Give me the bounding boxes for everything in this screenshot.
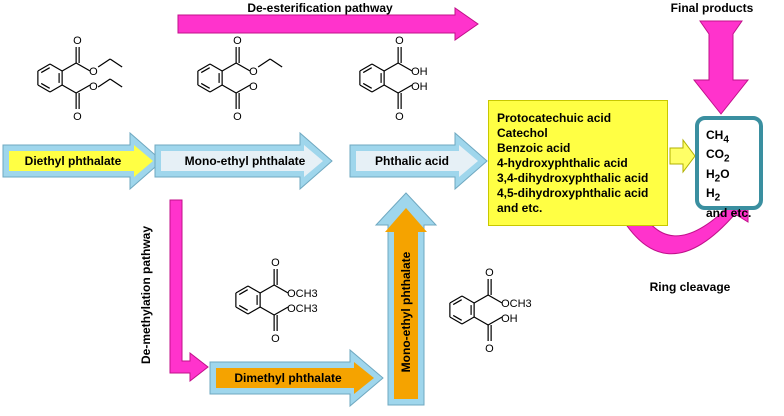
intermediate-item: Catechol bbox=[497, 126, 548, 140]
oxygen-atom: O bbox=[395, 35, 404, 47]
mono-ethyl-phthalate-arrow-inner bbox=[161, 145, 323, 177]
substituent-label: OH bbox=[411, 66, 428, 78]
substituent-label: OCH3 bbox=[501, 298, 532, 310]
product-co2: CO2 bbox=[706, 147, 730, 165]
intermediate-item: 3,4-dihydroxyphthalic acid bbox=[497, 171, 649, 185]
diethyl-phthalate-arrow-inner bbox=[9, 145, 153, 177]
final-products-label: Final products bbox=[671, 1, 754, 15]
oxygen-atom: O bbox=[271, 257, 280, 269]
product-ch4: CH4 bbox=[706, 128, 729, 146]
substituent-label: OH bbox=[411, 81, 428, 93]
oxygen-atom: O bbox=[485, 343, 494, 355]
de-methylation-label: De-methylation pathway bbox=[139, 226, 153, 364]
product-etc: and etc. bbox=[706, 205, 752, 220]
oxygen-atom: O bbox=[249, 66, 258, 78]
oxygen-atom: O bbox=[233, 111, 242, 123]
phthalic-acid-arrow-inner bbox=[356, 145, 478, 177]
intermediate-item: and etc. bbox=[497, 201, 543, 215]
phthalate-structure: O O OH OH bbox=[359, 35, 428, 123]
intermediates-box: Protocatechuic acid Catechol Benzoic aci… bbox=[488, 100, 668, 226]
oxygen-atom: O bbox=[89, 81, 98, 93]
ring-cleavage-label: Ring cleavage bbox=[650, 280, 731, 294]
final-products-box: CH4 CO2 H2O H2 and etc. bbox=[695, 116, 763, 220]
mono-methyl-phthalate-label: Mono-ethyl phthalate bbox=[399, 251, 413, 372]
oxygen-atom: O bbox=[89, 66, 98, 78]
de-esterification-arrow bbox=[177, 7, 479, 41]
final-products-arrow bbox=[692, 20, 750, 115]
intermediate-item: 4,5-dihydroxyphthalic acid bbox=[497, 186, 649, 200]
substituent-label: OCH3 bbox=[287, 303, 318, 315]
oxygen-atom: O bbox=[395, 111, 404, 123]
dimethyl-phthalate-arrow-inner bbox=[216, 362, 374, 394]
intermediate-item: Protocatechuic acid bbox=[497, 111, 612, 125]
oxygen-atom: O bbox=[485, 267, 494, 279]
intermediate-item: Benzoic acid bbox=[497, 141, 571, 155]
de-methylation-arrow bbox=[169, 199, 209, 383]
dimethyl-phthalate-label: Dimethyl phthalate bbox=[234, 371, 342, 385]
de-esterification-label: De-esterification pathway bbox=[247, 1, 393, 15]
substituent-label: OH bbox=[501, 313, 518, 325]
mono-ethyl-phthalate-label: Mono-ethyl phthalate bbox=[185, 154, 306, 168]
substituent-label: OCH3 bbox=[287, 288, 318, 300]
oxygen-atom: O bbox=[271, 333, 280, 345]
phthalic-acid-label: Phthalic acid bbox=[375, 154, 449, 168]
oxygen-atom: O bbox=[233, 35, 242, 47]
oxygen-atom: O bbox=[73, 35, 82, 47]
intermediate-item: 4-hydroxyphthalic acid bbox=[497, 156, 628, 170]
oxygen-atom: O bbox=[73, 111, 82, 123]
product-h2: H2 bbox=[706, 186, 721, 204]
product-h2o: H2O bbox=[706, 166, 730, 185]
substituent-label: O bbox=[249, 81, 258, 93]
mono-methyl-phthalate-arrow-inner bbox=[385, 208, 427, 399]
to-products-arrow bbox=[669, 138, 696, 174]
diethyl-phthalate-label: Diethyl phthalate bbox=[25, 154, 122, 168]
